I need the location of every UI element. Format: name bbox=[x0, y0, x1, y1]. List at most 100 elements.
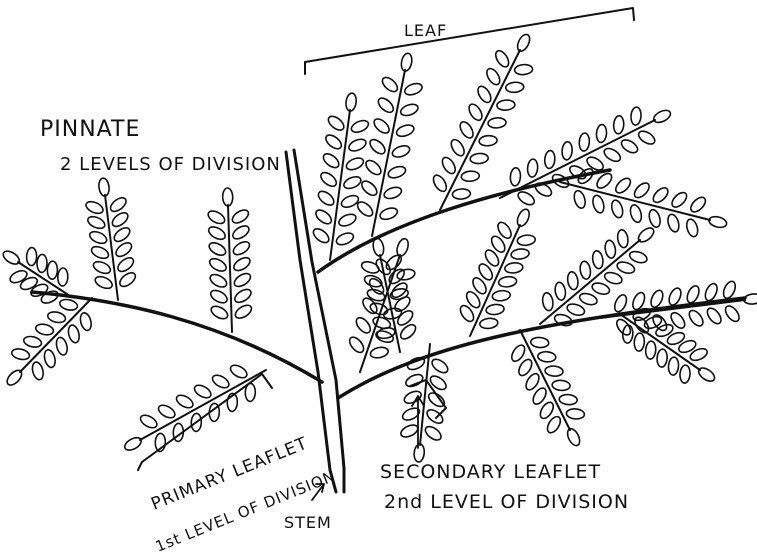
leaflet bbox=[209, 288, 230, 306]
terminal-leaflet bbox=[123, 435, 144, 452]
leaflet bbox=[634, 333, 645, 352]
leaflet bbox=[335, 231, 355, 247]
leaflet bbox=[591, 250, 604, 269]
leaflet bbox=[685, 284, 701, 305]
pinna-midrib bbox=[20, 298, 92, 372]
leaflet bbox=[11, 347, 31, 361]
leaflet bbox=[47, 261, 58, 279]
pinna bbox=[5, 298, 93, 388]
leaflet bbox=[59, 298, 79, 312]
leaflet bbox=[497, 99, 516, 110]
pinna-midrib bbox=[440, 50, 520, 210]
leaflet bbox=[55, 336, 69, 356]
secondary-leaflet-label: SECONDARY LEAFLET bbox=[380, 461, 601, 483]
terminal-leaflet bbox=[515, 33, 532, 54]
leaflet bbox=[688, 346, 709, 362]
leaflet bbox=[723, 304, 742, 324]
leaflet bbox=[530, 337, 549, 348]
leaflet bbox=[566, 271, 579, 290]
leaflet bbox=[449, 137, 467, 158]
leaflet bbox=[403, 81, 423, 96]
leaflet bbox=[372, 116, 392, 135]
leaflet bbox=[311, 226, 331, 245]
leaflet bbox=[207, 224, 228, 242]
leaflet bbox=[666, 213, 681, 233]
leaflet bbox=[493, 49, 511, 70]
leaflet bbox=[566, 408, 585, 419]
leaflet bbox=[677, 338, 698, 354]
leaflet bbox=[545, 365, 564, 376]
leaflet bbox=[318, 170, 338, 189]
leaflet bbox=[486, 303, 505, 315]
terminal-leaflet bbox=[413, 444, 425, 463]
leaflet bbox=[479, 135, 498, 146]
leaflet bbox=[603, 270, 623, 285]
pinna bbox=[509, 330, 585, 447]
leaflet bbox=[514, 64, 533, 75]
pinna-midrib bbox=[360, 255, 400, 372]
leaflet bbox=[516, 189, 537, 207]
leaflet bbox=[602, 146, 623, 164]
leaflet bbox=[668, 310, 687, 330]
pinna bbox=[360, 237, 418, 352]
leaflet bbox=[86, 214, 107, 230]
leaflet bbox=[651, 185, 671, 205]
leaflet bbox=[475, 84, 493, 105]
leaflet bbox=[206, 209, 227, 227]
leaflet bbox=[323, 132, 343, 151]
pinna-midrib bbox=[330, 110, 350, 260]
leaflet bbox=[630, 107, 641, 126]
leaflet bbox=[363, 158, 383, 177]
primary-level-label: 1st LEVEL OF DIVISION bbox=[153, 467, 338, 556]
leaflet bbox=[585, 155, 606, 173]
terminal-leaflet bbox=[395, 237, 410, 257]
leaflet bbox=[458, 120, 476, 141]
leaflet bbox=[79, 312, 93, 332]
leaflet bbox=[380, 75, 400, 94]
leaflet bbox=[39, 289, 60, 306]
leaflet bbox=[610, 199, 625, 219]
leaflet bbox=[628, 249, 648, 264]
leaflet bbox=[566, 302, 586, 317]
leaflet bbox=[527, 159, 538, 178]
leaflet bbox=[591, 281, 611, 296]
leaflet bbox=[552, 380, 571, 391]
leaflet bbox=[47, 310, 67, 324]
leaflet bbox=[537, 351, 556, 362]
leaflet bbox=[359, 178, 379, 197]
leaflet bbox=[492, 290, 511, 302]
leaflet bbox=[431, 173, 449, 194]
leaflet bbox=[616, 229, 629, 248]
leaflet bbox=[230, 207, 251, 225]
leaflet bbox=[19, 275, 40, 292]
leaflet bbox=[233, 287, 254, 305]
rachises bbox=[32, 170, 745, 398]
leaflet bbox=[428, 373, 448, 392]
pinna-midrib bbox=[560, 182, 710, 220]
leaflet bbox=[578, 291, 598, 306]
leaflet bbox=[645, 341, 656, 360]
leaflet bbox=[619, 137, 640, 155]
leaflet bbox=[90, 244, 111, 260]
leaflet bbox=[345, 156, 365, 172]
terminal-leaflet bbox=[222, 188, 233, 206]
leaflet bbox=[572, 189, 587, 209]
leaflet bbox=[613, 115, 624, 134]
leaf-bracket bbox=[305, 8, 634, 74]
pinna bbox=[84, 178, 138, 300]
leaflet bbox=[649, 289, 665, 310]
leaflet bbox=[23, 335, 43, 349]
leaf-label: LEAF bbox=[404, 21, 447, 40]
leaflet bbox=[423, 424, 443, 443]
leaflet bbox=[350, 118, 370, 134]
leaflet bbox=[404, 372, 425, 389]
leaflet bbox=[399, 423, 420, 440]
stem-label: STEM bbox=[284, 513, 332, 532]
leaflet bbox=[391, 144, 411, 159]
terminal-leaflet bbox=[5, 368, 25, 388]
leaflet bbox=[604, 240, 617, 259]
leaflet bbox=[559, 394, 578, 405]
leaflet bbox=[440, 155, 458, 176]
leaflet bbox=[347, 335, 366, 355]
leaflet bbox=[208, 272, 229, 290]
